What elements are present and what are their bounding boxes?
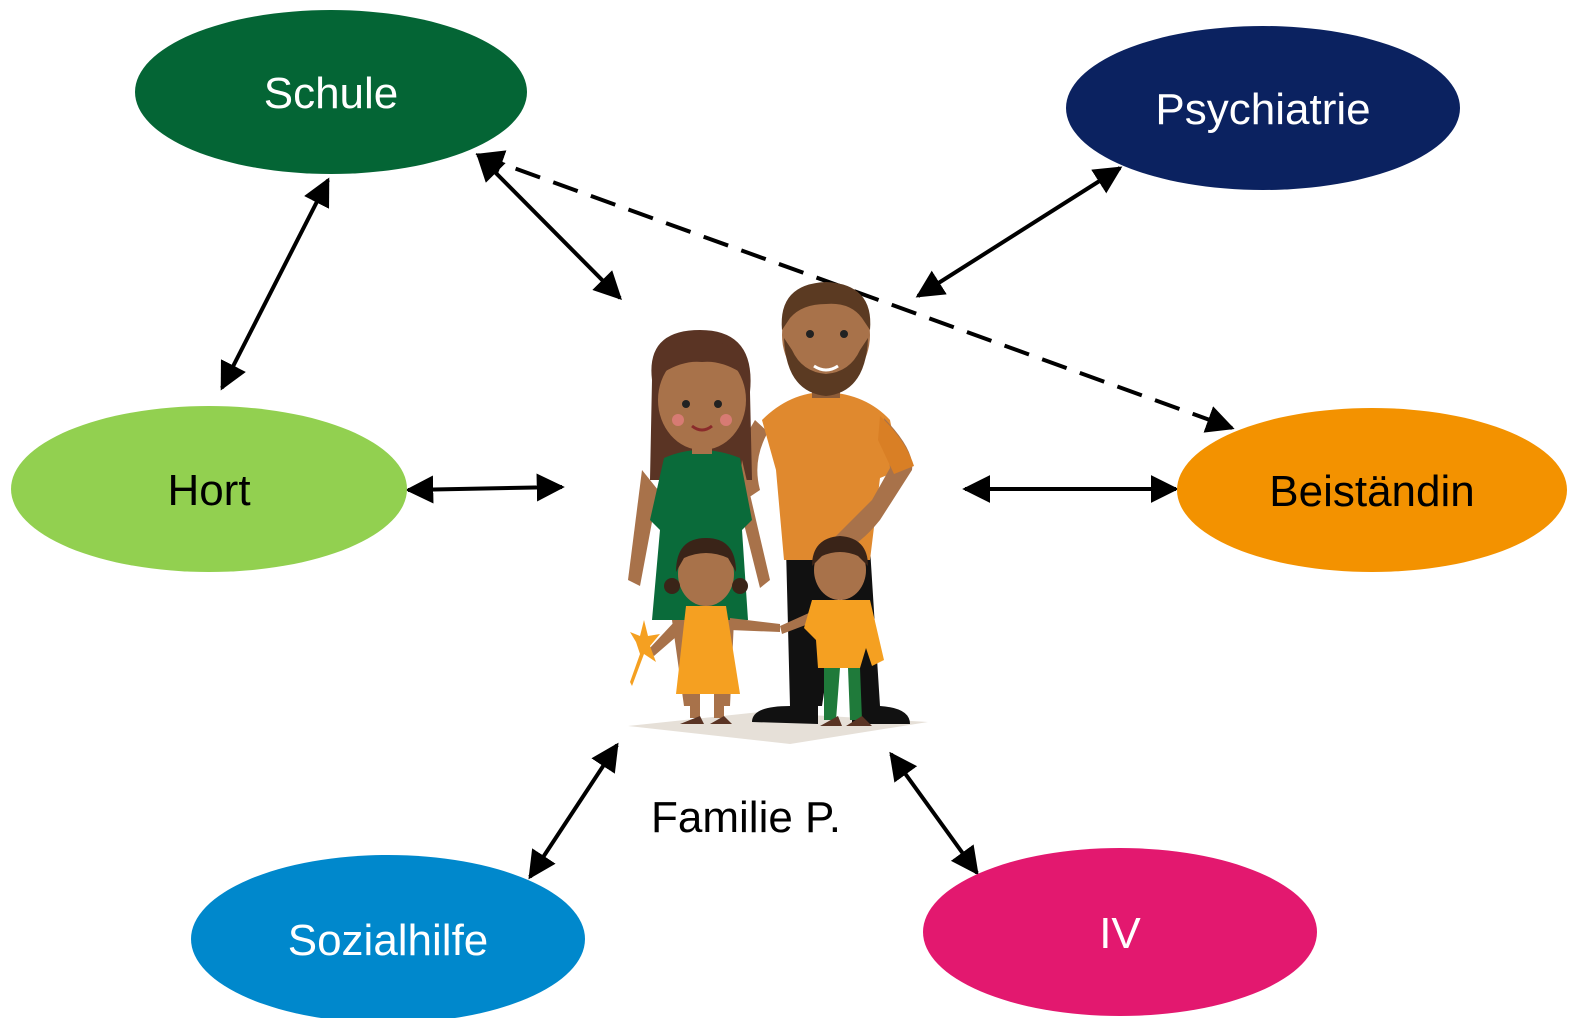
- father-shirt: [762, 392, 900, 560]
- mother-cheek-left: [672, 414, 684, 426]
- node-iv-label: IV: [1099, 909, 1141, 958]
- mother-mouth: [691, 424, 713, 432]
- node-beistaendin-shape: [1177, 408, 1567, 572]
- boy-shoes: [820, 716, 872, 726]
- edge-iv-familie: [889, 751, 979, 876]
- father-mouth: [813, 364, 839, 372]
- node-hort-label: Hort: [167, 466, 250, 515]
- girl-bun-left: [664, 578, 680, 594]
- father-sleeve: [878, 416, 914, 474]
- node-iv: IV: [923, 848, 1317, 1016]
- father-shoes: [752, 706, 910, 724]
- father-beard: [784, 338, 868, 396]
- girl-dress: [676, 606, 740, 694]
- node-psychiatrie-shape: [1066, 26, 1460, 190]
- node-hort-shape: [11, 406, 407, 572]
- node-beistaendin: Beiständin: [1177, 408, 1567, 572]
- node-schule: Schule: [135, 10, 527, 174]
- boy-head: [814, 540, 866, 600]
- mother-hair-front: [655, 340, 749, 396]
- girl-hair: [676, 538, 736, 572]
- family-illustration: Familie P.: [628, 282, 928, 842]
- girl-legs: [690, 694, 724, 718]
- family-label: Familie P.: [651, 793, 841, 842]
- node-schule-label: Schule: [264, 69, 399, 118]
- node-sozialhilfe: Sozialhilfe: [191, 855, 585, 1018]
- girl-head: [678, 542, 734, 606]
- mother-eye-right: [714, 400, 722, 408]
- edge-sozialhilfe-familie: [528, 742, 619, 880]
- edge-psychiatrie-familie: [915, 166, 1123, 298]
- girl-arm-right: [730, 618, 780, 632]
- father-head: [782, 283, 870, 387]
- node-iv-shape: [923, 848, 1317, 1016]
- girl-arm-left: [648, 620, 684, 656]
- boy-shirt: [804, 600, 884, 668]
- edge-hort-familie: [405, 473, 565, 504]
- node-beistaendin-label: Beiständin: [1269, 467, 1474, 516]
- boy-figure: [780, 536, 884, 726]
- mother-cheek-right: [720, 414, 732, 426]
- father-eye-left: [806, 330, 814, 338]
- mother-eye-left: [682, 400, 690, 408]
- node-psychiatrie: Psychiatrie: [1066, 26, 1460, 190]
- boy-hair: [812, 536, 868, 566]
- node-sozialhilfe-shape: [191, 855, 585, 1018]
- node-psychiatrie-label: Psychiatrie: [1155, 85, 1370, 134]
- boy-legs: [824, 668, 862, 720]
- node-sozialhilfe-label: Sozialhilfe: [288, 916, 489, 965]
- girl-toy: [630, 620, 660, 686]
- father-eye-right: [840, 330, 848, 338]
- node-hort: Hort: [11, 406, 407, 572]
- girl-bun-right: [732, 578, 748, 594]
- girl-figure: [630, 538, 780, 724]
- mother-arm-left: [628, 470, 658, 586]
- edge-schule-hort: [220, 177, 330, 391]
- father-hair: [781, 282, 871, 330]
- girl-shoes: [680, 716, 732, 724]
- edge-schule-familie: [476, 153, 622, 300]
- node-schule-shape: [135, 10, 527, 174]
